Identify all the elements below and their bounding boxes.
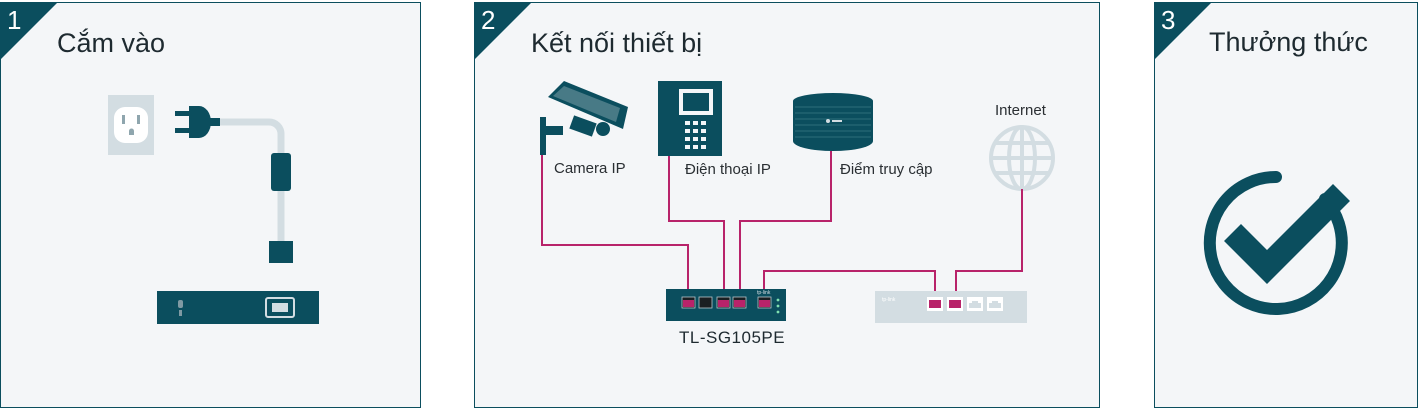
internet-label: Internet bbox=[995, 102, 1047, 119]
router-device: tp-link bbox=[875, 291, 1027, 323]
switch-tl-sg105pe: tp-link bbox=[666, 289, 786, 321]
power-plug-icon bbox=[175, 106, 220, 138]
access-point-icon bbox=[793, 93, 873, 151]
enjoy-illustration bbox=[1203, 170, 1350, 315]
plug-in-illustration bbox=[108, 95, 319, 324]
ap-label: Điểm truy cập bbox=[840, 161, 933, 178]
step-title: Cắm vào bbox=[57, 28, 166, 58]
switch-brand: tp-link bbox=[757, 290, 771, 296]
power-connector bbox=[269, 241, 293, 263]
camera-label: Camera IP bbox=[554, 160, 626, 177]
ethernet-cables bbox=[541, 151, 1023, 300]
check-circle-icon bbox=[1203, 170, 1350, 315]
step-panel-enjoy: 3 Thưởng thức bbox=[1154, 2, 1418, 408]
step-number: 1 bbox=[7, 5, 22, 35]
step-corner-badge bbox=[1, 3, 57, 59]
step-number: 3 bbox=[1161, 5, 1176, 35]
globe-icon bbox=[989, 125, 1055, 191]
cable-phone bbox=[668, 156, 725, 300]
phone-label: Điện thoại IP bbox=[685, 161, 771, 178]
security-camera-icon bbox=[540, 81, 628, 155]
ferrite-bead bbox=[271, 153, 291, 191]
switch-rear-panel bbox=[157, 291, 319, 324]
cable-internet bbox=[955, 189, 1023, 300]
step-corner-badge bbox=[1155, 3, 1211, 59]
cable-camera bbox=[541, 155, 689, 300]
step-panel-connect-devices: 2 Kết nối thiết bị Camera IP Điện th bbox=[474, 2, 1100, 408]
step-panel-plug-in: 1 Cắm vào bbox=[0, 2, 421, 408]
step-title: Thưởng thức bbox=[1209, 27, 1368, 57]
switch-model-label: TL-SG105PE bbox=[679, 328, 785, 347]
step-number: 2 bbox=[481, 5, 496, 35]
ip-phone-icon bbox=[658, 81, 722, 156]
power-outlet-icon bbox=[108, 95, 154, 155]
cable-uplink bbox=[763, 270, 936, 300]
step-title: Kết nối thiết bị bbox=[531, 28, 703, 58]
router-brand: tp-link bbox=[882, 297, 896, 303]
step-corner-badge bbox=[475, 3, 531, 59]
network-diagram: Camera IP Điện thoại IP bbox=[540, 81, 1055, 347]
cable-ap bbox=[739, 151, 832, 300]
